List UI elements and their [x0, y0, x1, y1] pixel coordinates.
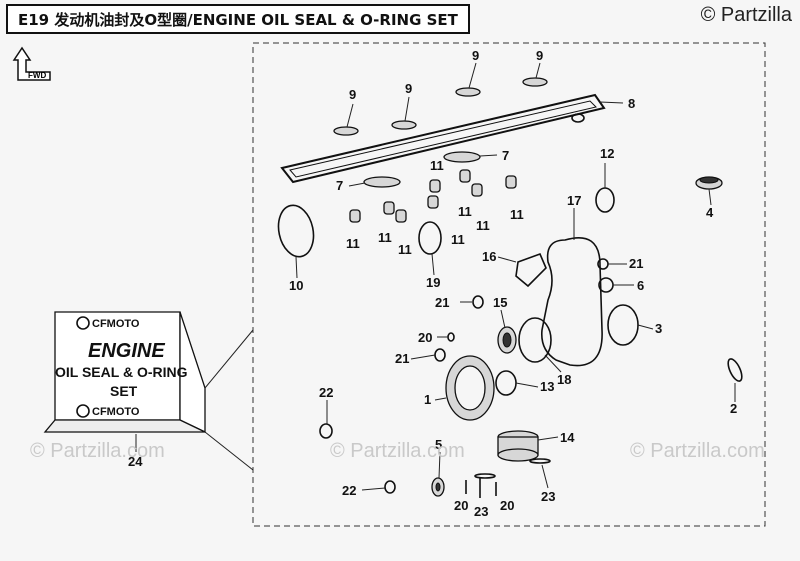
- oring-21-mid-part[interactable]: [472, 295, 484, 309]
- oring-3-part[interactable]: [607, 304, 639, 346]
- callout-11g: 11: [398, 242, 412, 257]
- oring-10-part[interactable]: [274, 202, 318, 260]
- callout-21b: 21: [395, 351, 409, 366]
- callout-20b: 20: [454, 498, 468, 513]
- callout-8: 8: [628, 96, 635, 111]
- callout-3: 3: [655, 321, 662, 336]
- callout-11b: 11: [458, 204, 472, 219]
- valve-cover-gasket-part[interactable]: [280, 93, 606, 184]
- brand-logo-icon: [76, 316, 90, 330]
- fwd-arrow-icon: FWD: [12, 46, 51, 81]
- half-moon-seal-parts[interactable]: [363, 151, 481, 188]
- diagram-title-text: E19 发动机油封及O型圈/ENGINE OIL SEAL & O-RING S…: [18, 10, 458, 29]
- oil-seal-1-part[interactable]: [445, 355, 495, 421]
- oring-2-part[interactable]: [725, 357, 744, 383]
- callout-16: 16: [482, 249, 496, 264]
- leader-lines: [295, 62, 736, 491]
- kit-brand-top: CFMOTO: [92, 318, 140, 330]
- watermark-left: © Partzilla.com: [30, 440, 165, 462]
- kit-title-line2: OIL SEAL & O-RING: [55, 364, 188, 380]
- oring-19-part[interactable]: [418, 221, 442, 255]
- oil-seal-15-part[interactable]: [497, 326, 517, 354]
- callout-1: 1: [424, 392, 431, 407]
- callout-15: 15: [493, 295, 507, 310]
- oring-12-part[interactable]: [595, 187, 615, 213]
- kit-brand-bottom: CFMOTO: [92, 406, 140, 418]
- kit-boundary: [252, 42, 766, 527]
- gasket-16-part[interactable]: [515, 252, 547, 288]
- callout-7b: 7: [336, 178, 343, 193]
- callout-22b: 22: [342, 483, 356, 498]
- oring-21-left-part[interactable]: [434, 348, 446, 362]
- callout-23a: 23: [474, 504, 488, 519]
- callout-7a: 7: [502, 148, 509, 163]
- callout-11e: 11: [346, 236, 360, 251]
- callout-9d: 9: [536, 48, 543, 63]
- callout-9b: 9: [405, 81, 412, 96]
- callout-9a: 9: [349, 87, 356, 102]
- callout-11c: 11: [476, 218, 490, 233]
- callout-11f: 11: [378, 230, 392, 245]
- callout-18: 18: [557, 372, 571, 387]
- oil-seal-4-part[interactable]: [695, 176, 723, 190]
- callout-11a: 11: [430, 158, 444, 173]
- watermark-right: © Partzilla.com: [630, 440, 765, 462]
- oil-seal-5-part[interactable]: [431, 477, 445, 497]
- callout-13: 13: [540, 379, 554, 394]
- seal-14-part[interactable]: [497, 430, 539, 462]
- callout-14: 14: [560, 430, 575, 445]
- callout-17: 17: [567, 193, 581, 208]
- crankcase-gasket-17-part[interactable]: [540, 237, 603, 367]
- oring-22-lower-part[interactable]: [384, 480, 396, 494]
- callout-23b: 23: [541, 489, 555, 504]
- callout-11h: 11: [451, 232, 465, 247]
- kit-title-engine: ENGINE: [88, 340, 165, 362]
- callout-10: 10: [289, 278, 303, 293]
- callout-21c: 21: [629, 256, 643, 271]
- callout-20c: 20: [500, 498, 514, 513]
- oring-13-part[interactable]: [495, 370, 517, 396]
- diagram-title: E19 发动机油封及O型圈/ENGINE OIL SEAL & O-RING S…: [6, 4, 470, 34]
- callout-2: 2: [730, 401, 737, 416]
- callout-4: 4: [706, 205, 714, 220]
- oring-20-mid-part[interactable]: [447, 332, 455, 342]
- oring-23-right-part[interactable]: [529, 458, 551, 464]
- callout-5: 5: [435, 437, 442, 452]
- valve-stem-seal-parts[interactable]: [349, 169, 517, 223]
- watermark-top: © Partzilla: [700, 4, 792, 26]
- callout-20a: 20: [418, 330, 432, 345]
- callout-22a: 22: [319, 385, 333, 400]
- callout-19: 19: [426, 275, 440, 290]
- oring-18-part[interactable]: [518, 317, 552, 363]
- oring-23-left-part[interactable]: [474, 473, 496, 479]
- callout-9c: 9: [472, 48, 479, 63]
- callout-11d: 11: [510, 207, 524, 222]
- watermark-center: © Partzilla.com: [330, 440, 465, 462]
- plug-seal-parts[interactable]: [333, 77, 548, 136]
- brand-logo-icon-bottom: [76, 404, 90, 418]
- callout-6: 6: [637, 278, 644, 293]
- kit-card: CFMOTO ENGINE OIL SEAL & O-RING SET CFMO…: [43, 311, 254, 471]
- oring-22-upper-part[interactable]: [319, 423, 333, 439]
- callout-12: 12: [600, 146, 614, 161]
- callout-24: 24: [128, 454, 143, 469]
- callout-21a: 21: [435, 295, 449, 310]
- kit-title-line3: SET: [110, 383, 138, 399]
- fwd-label: FWD: [28, 71, 46, 80]
